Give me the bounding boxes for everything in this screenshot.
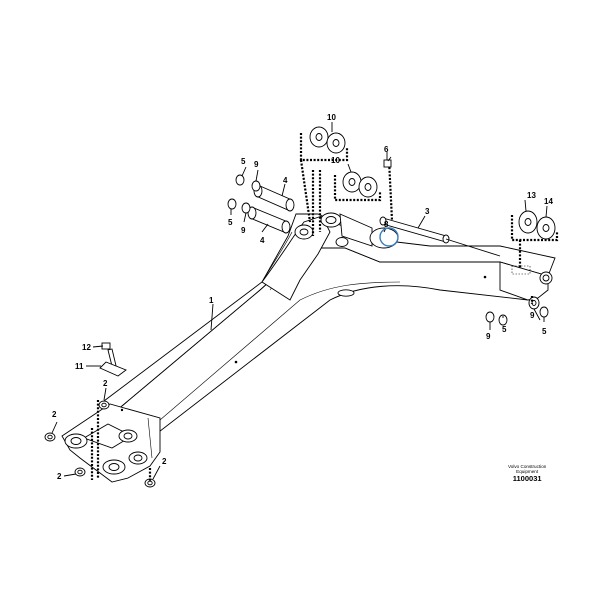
callout-5: 5	[241, 157, 246, 166]
callout-10: 10	[327, 113, 336, 122]
brand-line-2: Equipment	[516, 469, 539, 474]
guide-lines	[90, 159, 534, 482]
pin-3	[379, 216, 501, 257]
shim-set-10-upper	[299, 126, 349, 223]
callout-1: 1	[209, 296, 214, 305]
callout-labels: 1 2 2 2 2 3 4 4 5 5 5 5 6 8 9 9 9 9 10 1…	[52, 113, 553, 481]
clip-11	[99, 361, 127, 377]
boom-foot-lugs	[61, 403, 161, 483]
shim-set-13-14	[510, 210, 559, 268]
callout-9: 9	[486, 332, 491, 341]
callout-2: 2	[103, 379, 108, 388]
shim-set-10-lower	[318, 170, 382, 232]
callout-10: 10	[331, 156, 340, 165]
callout-5: 5	[228, 218, 233, 227]
callout-8: 8	[384, 220, 389, 229]
callout-2: 2	[162, 457, 167, 466]
callout-4: 4	[260, 236, 265, 245]
pin-4-lower	[247, 206, 291, 234]
brand-line-1: Volvo Construction	[508, 464, 547, 469]
callout-13: 13	[527, 191, 536, 200]
callout-3: 3	[425, 207, 430, 216]
cylinder-bracket	[261, 212, 399, 301]
callout-5: 5	[502, 325, 507, 334]
callout-11: 11	[75, 362, 84, 371]
callout-5: 5	[542, 327, 547, 336]
callout-2: 2	[57, 472, 62, 481]
callout-9: 9	[254, 160, 259, 169]
callout-12: 12	[82, 343, 91, 352]
callout-14: 14	[544, 197, 553, 206]
drawing-number: 1100031	[512, 474, 542, 483]
callout-6: 6	[384, 145, 389, 154]
washers	[44, 174, 549, 488]
leader-lines	[51, 122, 548, 480]
drawing-caption: Volvo Construction Equipment 1100031	[508, 464, 546, 484]
callout-9: 9	[530, 311, 535, 320]
callout-2: 2	[52, 410, 57, 419]
nut-6	[383, 152, 392, 168]
pin-4-upper	[253, 184, 295, 212]
highlight-marker	[379, 227, 399, 247]
callout-4: 4	[283, 176, 288, 185]
callout-9: 9	[241, 226, 246, 235]
